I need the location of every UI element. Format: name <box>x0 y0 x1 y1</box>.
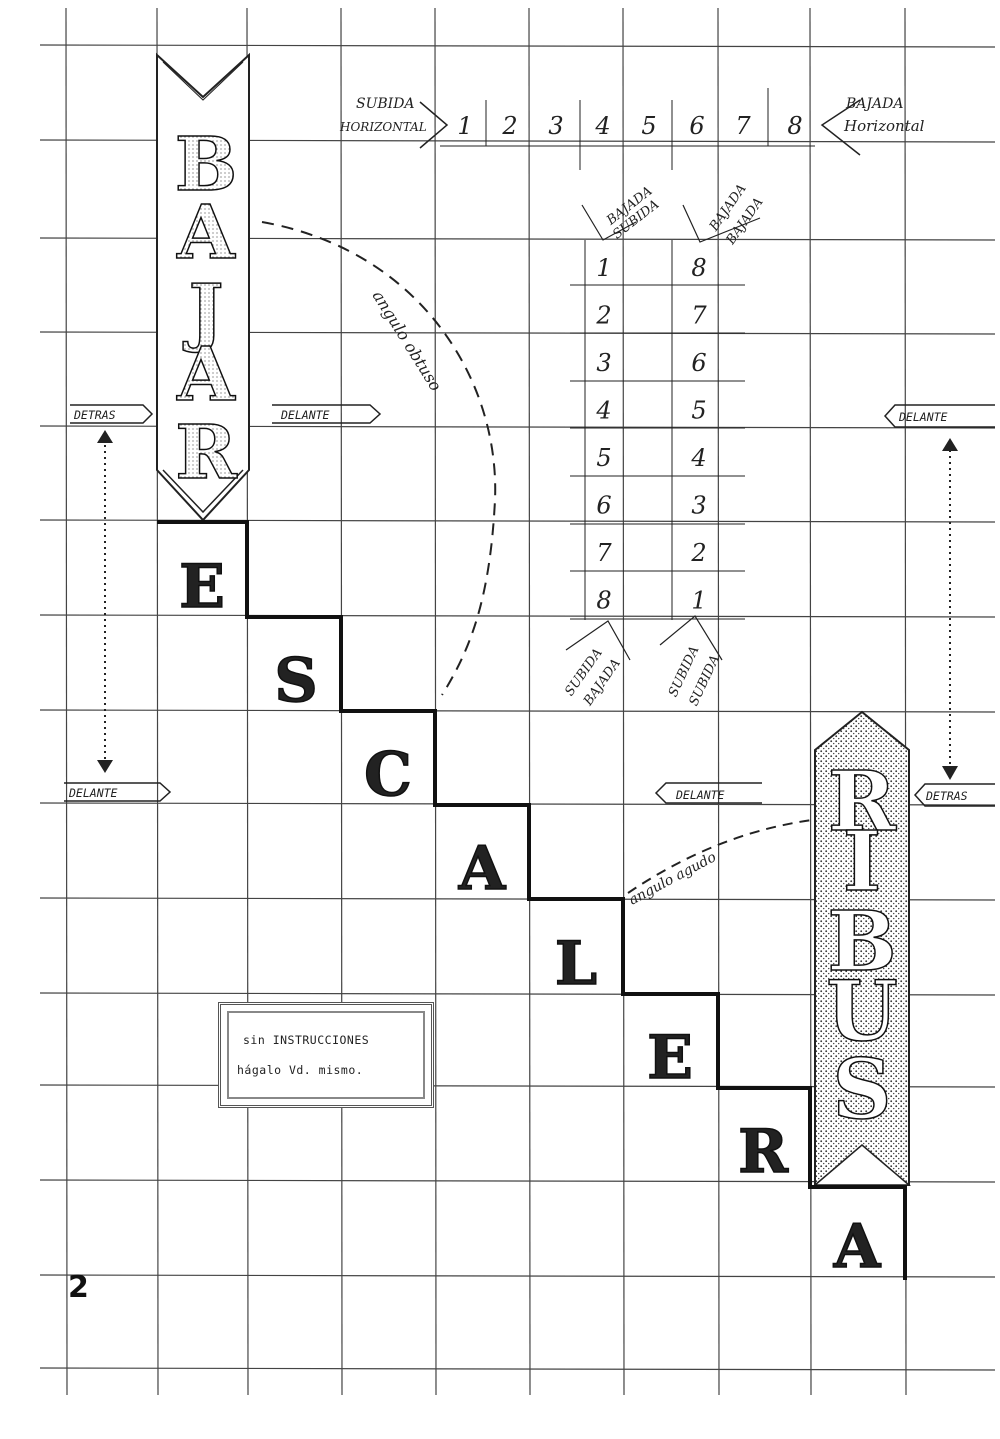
bajar-letter: J <box>182 269 223 355</box>
bajar-letter: R <box>175 410 237 496</box>
angulo-obtuso-label: angulo obtuso <box>369 287 446 394</box>
table-col2-value: 8 <box>691 254 706 282</box>
bajar-arrow-inner <box>162 469 244 514</box>
delante-left-bottom-label: DELANTE <box>68 786 118 800</box>
horizontal-number: 4 <box>594 112 610 140</box>
staircase-outline <box>157 520 907 1280</box>
horizontal-number: 3 <box>548 112 563 140</box>
escalera-letter: R <box>738 1117 789 1187</box>
table-col1-header-tag <box>581 204 637 241</box>
table-col2-header-tag <box>682 204 761 243</box>
table-col2-value: 4 <box>690 444 706 472</box>
grid-hline <box>39 614 996 618</box>
horizontal-number: 7 <box>735 112 751 140</box>
table-col2-value: 5 <box>691 397 706 425</box>
table-col1-value: 7 <box>596 539 612 567</box>
table-col1-values: 1 2 3 4 5 6 7 8 <box>595 254 612 615</box>
table-col2-value: 7 <box>691 302 707 330</box>
acute-angle-arc <box>627 819 813 894</box>
note-box: sin INSTRUCCIONES hágalo Vd. mismo. <box>218 1002 434 1108</box>
grid-hline <box>39 1367 996 1371</box>
horizontal-number: 1 <box>457 112 472 140</box>
horizontal-number: 2 <box>501 112 517 140</box>
left-dotted-arrow-head-up <box>97 430 113 443</box>
horizontal-number: 8 <box>787 112 802 140</box>
bajar-arrow-top-inner <box>162 61 244 101</box>
obtuse-angle-arc <box>261 221 497 696</box>
escalera-letter: S <box>274 646 317 716</box>
table-col1-value: 8 <box>596 587 611 615</box>
ribus-letter: S <box>832 1042 891 1138</box>
table-col1-value: 6 <box>596 492 611 520</box>
bajada-horizontal-bracket <box>820 99 861 156</box>
escalera-letter: E <box>179 552 225 622</box>
subida-horizontal-label-2: HORIZONTAL <box>339 120 427 134</box>
horizontal-number: 5 <box>641 112 656 140</box>
escalera-letter: A <box>458 834 507 904</box>
table-col2-values: 8 7 6 5 4 3 2 1 <box>690 254 707 615</box>
table-col1-value: 1 <box>596 254 611 282</box>
ribus-letter: B <box>827 894 896 990</box>
table-col2-value: 3 <box>691 492 706 520</box>
horizontal-number-row: 1 2 3 4 5 6 7 8 <box>457 112 802 140</box>
ribus-letter: R <box>828 754 897 850</box>
grid-hline <box>39 44 996 48</box>
left-dotted-arrow-head-down <box>97 760 113 773</box>
subida-horizontal-bracket <box>419 101 449 149</box>
detras-left-label: DETRAS <box>73 408 116 422</box>
detras-left-tag <box>70 404 154 424</box>
table-col1-value: 4 <box>595 397 611 425</box>
table-col2-value: 6 <box>691 349 706 377</box>
delante-mid-tag <box>654 782 762 804</box>
note-line-1: sin INSTRUCCIONES <box>243 1033 370 1047</box>
delante-right-top-label: DELANTE <box>898 410 948 424</box>
right-dotted-arrow-head-up <box>942 438 958 451</box>
bajar-arrow <box>156 52 250 522</box>
detras-right-tag <box>913 783 995 807</box>
table-row-rules <box>570 284 745 620</box>
delante-top-tag <box>272 404 382 424</box>
right-dotted-arrow-head-down <box>942 766 958 780</box>
ribus-letter: I <box>843 814 881 910</box>
grid-vline <box>65 7 68 1396</box>
delante-right-top-tag <box>883 404 995 428</box>
table-col1-value: 5 <box>596 444 611 472</box>
table-col2-value: 1 <box>691 587 706 615</box>
ribus-arrow <box>814 710 910 1186</box>
bajar-letter: A <box>176 190 236 276</box>
grid-hline <box>39 1274 996 1278</box>
page-number: 2 <box>68 1270 89 1305</box>
table-col2-footer-tag <box>659 615 723 661</box>
delante-left-bottom-tag <box>64 782 172 802</box>
bajar-letter: B <box>175 122 238 208</box>
grid-hline <box>39 709 996 713</box>
note-line-2: hágalo Vd. mismo. <box>237 1063 364 1077</box>
horizontal-number: 6 <box>689 112 704 140</box>
angulo-agudo-label: angulo agudo <box>626 849 719 908</box>
ribus-letter: U <box>826 964 898 1060</box>
table-col1-value: 2 <box>595 302 611 330</box>
bajada-horizontal-label-2: Horizontal <box>843 117 925 135</box>
delante-mid-label: DELANTE <box>675 788 725 802</box>
detras-right-label: DETRAS <box>925 789 968 803</box>
bajada-horizontal-label-1: BAJADA <box>845 96 903 112</box>
escalera-letter: C <box>364 740 412 810</box>
escalera-letter: E <box>647 1023 693 1093</box>
table-col1-value: 3 <box>596 349 611 377</box>
table-col2-value: 2 <box>690 539 706 567</box>
subida-horizontal-label-1: SUBIDA <box>356 96 415 112</box>
escalera-letter: L <box>555 929 597 999</box>
bajar-letter: A <box>176 332 236 418</box>
delante-top-label: DELANTE <box>280 408 330 422</box>
escalera-letter: A <box>833 1212 882 1282</box>
table-col1-footer-tag <box>565 620 631 661</box>
